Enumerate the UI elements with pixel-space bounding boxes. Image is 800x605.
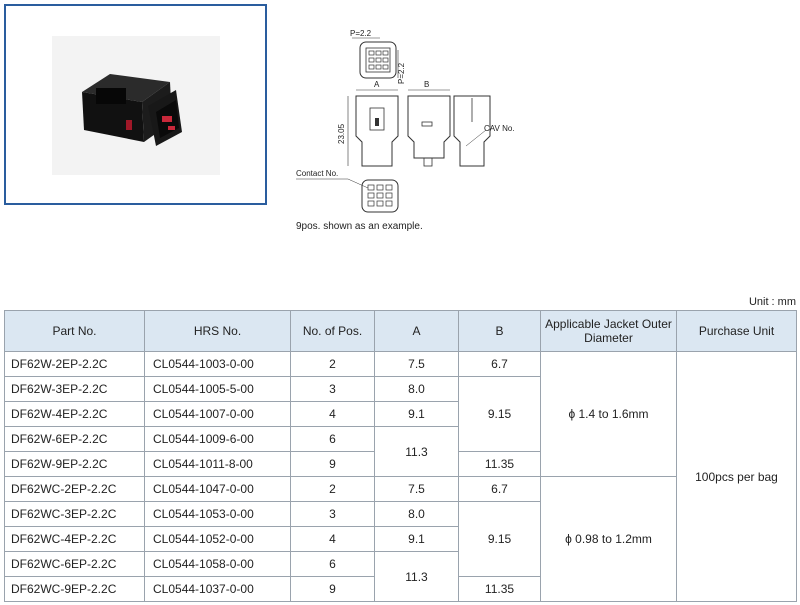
table-row: DF62W-2EP-2.2C CL0544-1003-0-00 2 7.5 6.… — [4, 351, 797, 602]
table-row: DF62W-3EP-2.2C CL0544-1005-5-00 3 8.0 9.… — [4, 376, 797, 452]
positions: 9 — [290, 576, 375, 602]
table-row: DF62WC-6EP-2.2C CL0544-1058-0-00 6 11.3 — [4, 551, 797, 602]
positions: 6 — [290, 426, 375, 452]
table-row: DF62W-9EP-2.2C CL0544-1011-8-00 9 11.35 — [4, 451, 797, 477]
drawing-caption: 9pos. shown as an example. — [296, 221, 423, 232]
hrs-no: CL0544-1053-0-00 — [144, 501, 291, 527]
part-no: DF62WC-9EP-2.2C — [4, 576, 145, 602]
contact-label: Contact No. — [296, 169, 338, 178]
cav-label: CAV No. — [484, 124, 515, 133]
positions: 9 — [290, 451, 375, 477]
dim-a: 11.3 — [374, 551, 459, 602]
positions: 3 — [290, 501, 375, 527]
header-row: Part No. HRS No. No. of Pos. A B Applica… — [4, 310, 797, 352]
height-label: 23.05 — [337, 123, 346, 144]
table-row: DF62WC-3EP-2.2C CL0544-1053-0-00 3 8.0 9… — [4, 501, 797, 577]
col-a: A — [374, 310, 459, 352]
hrs-no: CL0544-1007-0-00 — [144, 401, 291, 427]
dim-b-label: B — [424, 80, 429, 89]
jacket-diameter: ϕ 1.4 to 1.6mm — [540, 351, 677, 477]
col-jacket-diameter: Applicable Jacket Outer Diameter — [540, 310, 677, 352]
dimension-drawing: P=2.2 P=2.2 A 23.05 B CAV No. Contact No… — [290, 26, 530, 216]
pitch-horizontal-label: P=2.2 — [350, 29, 372, 38]
dim-a: 8.0 — [374, 501, 459, 527]
hrs-no: CL0544-1058-0-00 — [144, 551, 291, 577]
part-no: DF62W-6EP-2.2C — [4, 426, 145, 452]
dim-a: 9.1 — [374, 401, 459, 427]
hrs-no: CL0544-1003-0-00 — [144, 351, 291, 377]
part-no: DF62WC-4EP-2.2C — [4, 526, 145, 552]
part-no: DF62W-4EP-2.2C — [4, 401, 145, 427]
dim-a: 9.1 — [374, 526, 459, 552]
part-no: DF62W-2EP-2.2C — [4, 351, 145, 377]
positions: 2 — [290, 476, 375, 502]
col-part-no: Part No. — [4, 310, 145, 352]
purchase-unit: 100pcs per bag — [676, 351, 797, 602]
product-photo — [52, 36, 220, 175]
dim-a: 7.5 — [374, 476, 459, 502]
hrs-no: CL0544-1037-0-00 — [144, 576, 291, 602]
hrs-no: CL0544-1052-0-00 — [144, 526, 291, 552]
dim-b: 6.7 — [458, 351, 541, 377]
product-photo-frame — [4, 4, 267, 205]
hrs-no: CL0544-1011-8-00 — [144, 451, 291, 477]
connector-image — [82, 74, 182, 146]
positions: 3 — [290, 376, 375, 402]
part-no: DF62W-9EP-2.2C — [4, 451, 145, 477]
part-no: DF62WC-3EP-2.2C — [4, 501, 145, 527]
positions: 4 — [290, 526, 375, 552]
dim-b: 9.15 — [458, 501, 541, 577]
table-row: DF62WC-9EP-2.2C CL0544-1037-0-00 9 11.35 — [4, 576, 797, 602]
hrs-no: CL0544-1009-6-00 — [144, 426, 291, 452]
col-positions: No. of Pos. — [290, 310, 375, 352]
table-row: DF62WC-2EP-2.2C CL0544-1047-0-00 2 7.5 6… — [4, 476, 797, 602]
col-hrs-no: HRS No. — [144, 310, 291, 352]
dim-a: 11.3 — [374, 426, 459, 477]
unit-note: Unit : mm — [748, 296, 796, 308]
dim-a: 8.0 — [374, 376, 459, 402]
positions: 4 — [290, 401, 375, 427]
spec-table: Part No. HRS No. No. of Pos. A B Applica… — [4, 310, 797, 602]
table-row: DF62W-4EP-2.2C CL0544-1007-0-00 4 9.1 — [4, 401, 797, 427]
col-purchase-unit: Purchase Unit — [676, 310, 797, 352]
part-no: DF62WC-6EP-2.2C — [4, 551, 145, 577]
part-no: DF62W-3EP-2.2C — [4, 376, 145, 402]
dim-b: 11.35 — [458, 451, 541, 477]
part-no: DF62WC-2EP-2.2C — [4, 476, 145, 502]
dim-b: 11.35 — [458, 576, 541, 602]
dim-a: 7.5 — [374, 351, 459, 377]
table-row: DF62W-6EP-2.2C CL0544-1009-6-00 6 11.3 — [4, 426, 797, 477]
dim-b: 6.7 — [458, 476, 541, 502]
jacket-diameter: ϕ 0.98 to 1.2mm — [540, 476, 677, 602]
table-row: DF62WC-4EP-2.2C CL0544-1052-0-00 4 9.1 — [4, 526, 797, 552]
col-b: B — [458, 310, 541, 352]
dim-b: 9.15 — [458, 376, 541, 452]
dim-a-label: A — [374, 80, 380, 89]
positions: 6 — [290, 551, 375, 577]
hrs-no: CL0544-1005-5-00 — [144, 376, 291, 402]
positions: 2 — [290, 351, 375, 377]
pitch-vertical-label: P=2.2 — [397, 62, 406, 84]
hrs-no: CL0544-1047-0-00 — [144, 476, 291, 502]
